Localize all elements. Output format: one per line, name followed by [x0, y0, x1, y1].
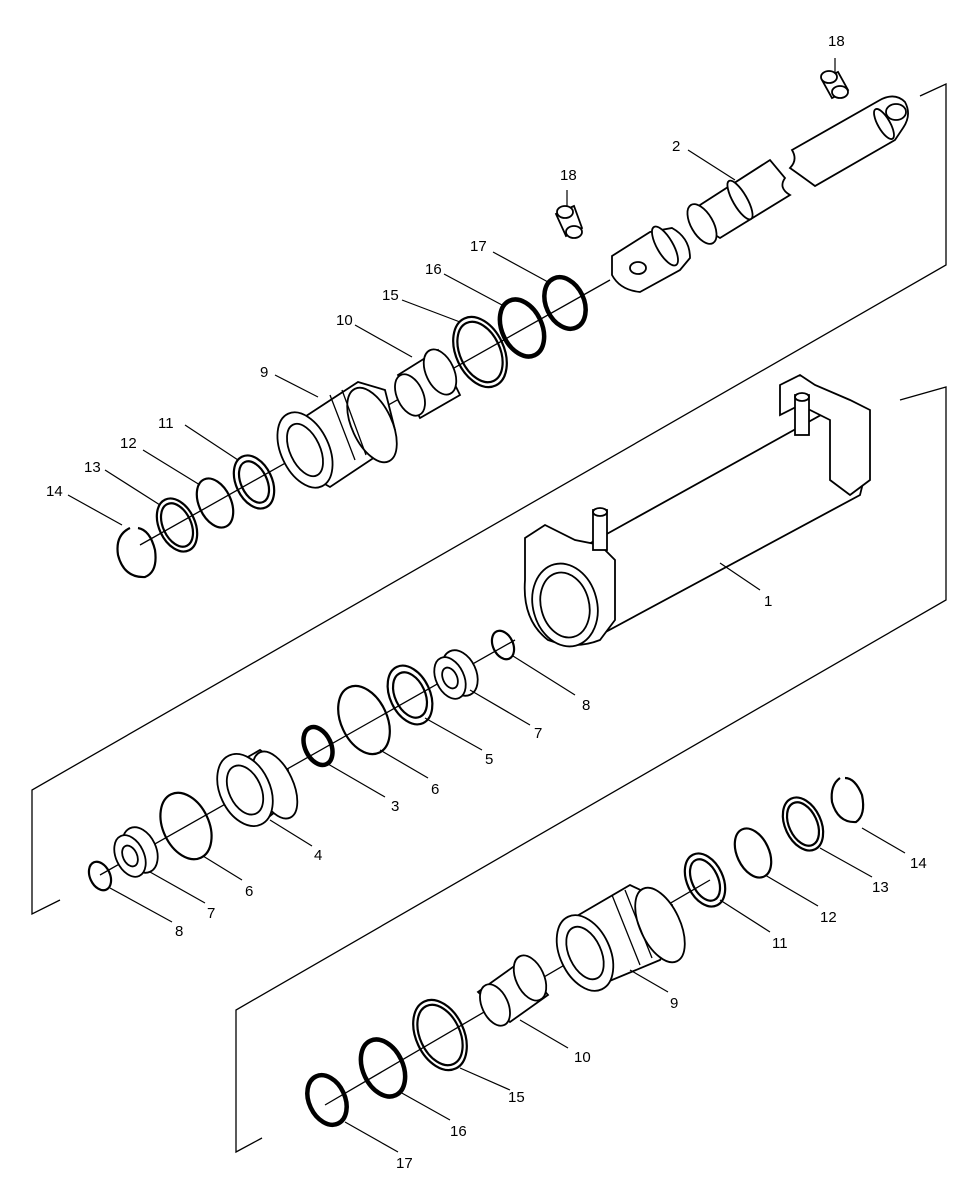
callout-15-upper: 15 [382, 287, 399, 304]
backup-ring-6-lower [159, 791, 213, 861]
piston-rod [611, 95, 909, 293]
o-ring-3 [301, 724, 335, 768]
seal-13-lower [781, 796, 825, 852]
callout-9-lower: 9 [670, 995, 678, 1012]
snap-ring-14-upper [116, 526, 157, 579]
callout-18-lower: 18 [560, 167, 577, 184]
seal-13-upper [155, 497, 199, 553]
callout-7-upper: 7 [534, 725, 542, 742]
callout-12-upper: 12 [120, 435, 137, 452]
upper-panel-outline [31, 82, 947, 916]
callout-10-lower: 10 [574, 1049, 591, 1066]
callout-6-lower: 6 [245, 883, 253, 900]
callout-8-lower: 8 [175, 923, 183, 940]
callout-3: 3 [391, 798, 399, 815]
callout-4: 4 [314, 847, 322, 864]
o-ring-17-upper [542, 274, 588, 332]
callout-8-upper: 8 [582, 697, 590, 714]
callout-14-lower: 14 [910, 855, 927, 872]
seal-12-upper [195, 477, 235, 529]
callout-2: 2 [672, 138, 680, 155]
o-ring-16-upper [497, 297, 547, 359]
wear-ring-7-upper [433, 649, 479, 700]
cylinder-tube [523, 373, 871, 648]
callout-14-upper: 14 [46, 483, 63, 500]
callout-16-lower: 16 [450, 1123, 467, 1140]
callout-12-lower: 12 [820, 909, 837, 926]
callout-11-upper: 11 [158, 415, 174, 432]
callout-5: 5 [485, 751, 493, 768]
callout-17-upper: 17 [470, 238, 487, 255]
callout-15-lower: 15 [508, 1089, 525, 1106]
callout-16-upper: 16 [425, 261, 442, 278]
leader-lines [67, 58, 906, 1153]
bushing-lower [554, 204, 584, 239]
gland-9-lower [555, 883, 686, 992]
snap-ring-14-lower [830, 776, 865, 824]
callout-1: 1 [764, 593, 772, 610]
callout-7-lower: 7 [207, 905, 215, 922]
callout-11-lower: 11 [772, 935, 788, 952]
bushing-10-upper [394, 348, 462, 420]
bushing-10-lower [476, 954, 550, 1027]
backup-ring-15-lower [412, 998, 468, 1072]
seal-12-lower [733, 827, 773, 879]
callout-13-lower: 13 [872, 879, 889, 896]
bushing-upper [820, 70, 850, 100]
wiper-11-upper [232, 454, 276, 510]
backup-ring-6-upper [337, 684, 391, 756]
wear-ring-7-lower [113, 826, 159, 878]
o-ring-17-lower [305, 1072, 349, 1128]
callout-labels: 18 2 18 17 16 15 10 9 11 12 13 14 1 8 7 … [46, 33, 927, 1172]
lower-panel-outline [235, 386, 947, 1154]
backup-ring-15-upper [452, 315, 508, 389]
callout-9-upper: 9 [260, 364, 268, 381]
seal-5 [386, 664, 434, 726]
wiper-11-lower [683, 852, 727, 908]
callout-6-upper: 6 [431, 781, 439, 798]
callout-18-upper: 18 [828, 33, 845, 50]
gland-9-upper [276, 381, 398, 489]
piston-4 [216, 748, 299, 827]
o-ring-16-lower [358, 1037, 408, 1099]
o-ring-8-lower [87, 860, 113, 892]
callout-13-upper: 13 [84, 459, 101, 476]
callout-17-lower: 17 [396, 1155, 413, 1172]
callout-10-upper: 10 [336, 312, 353, 329]
o-ring-8-upper [490, 629, 516, 661]
